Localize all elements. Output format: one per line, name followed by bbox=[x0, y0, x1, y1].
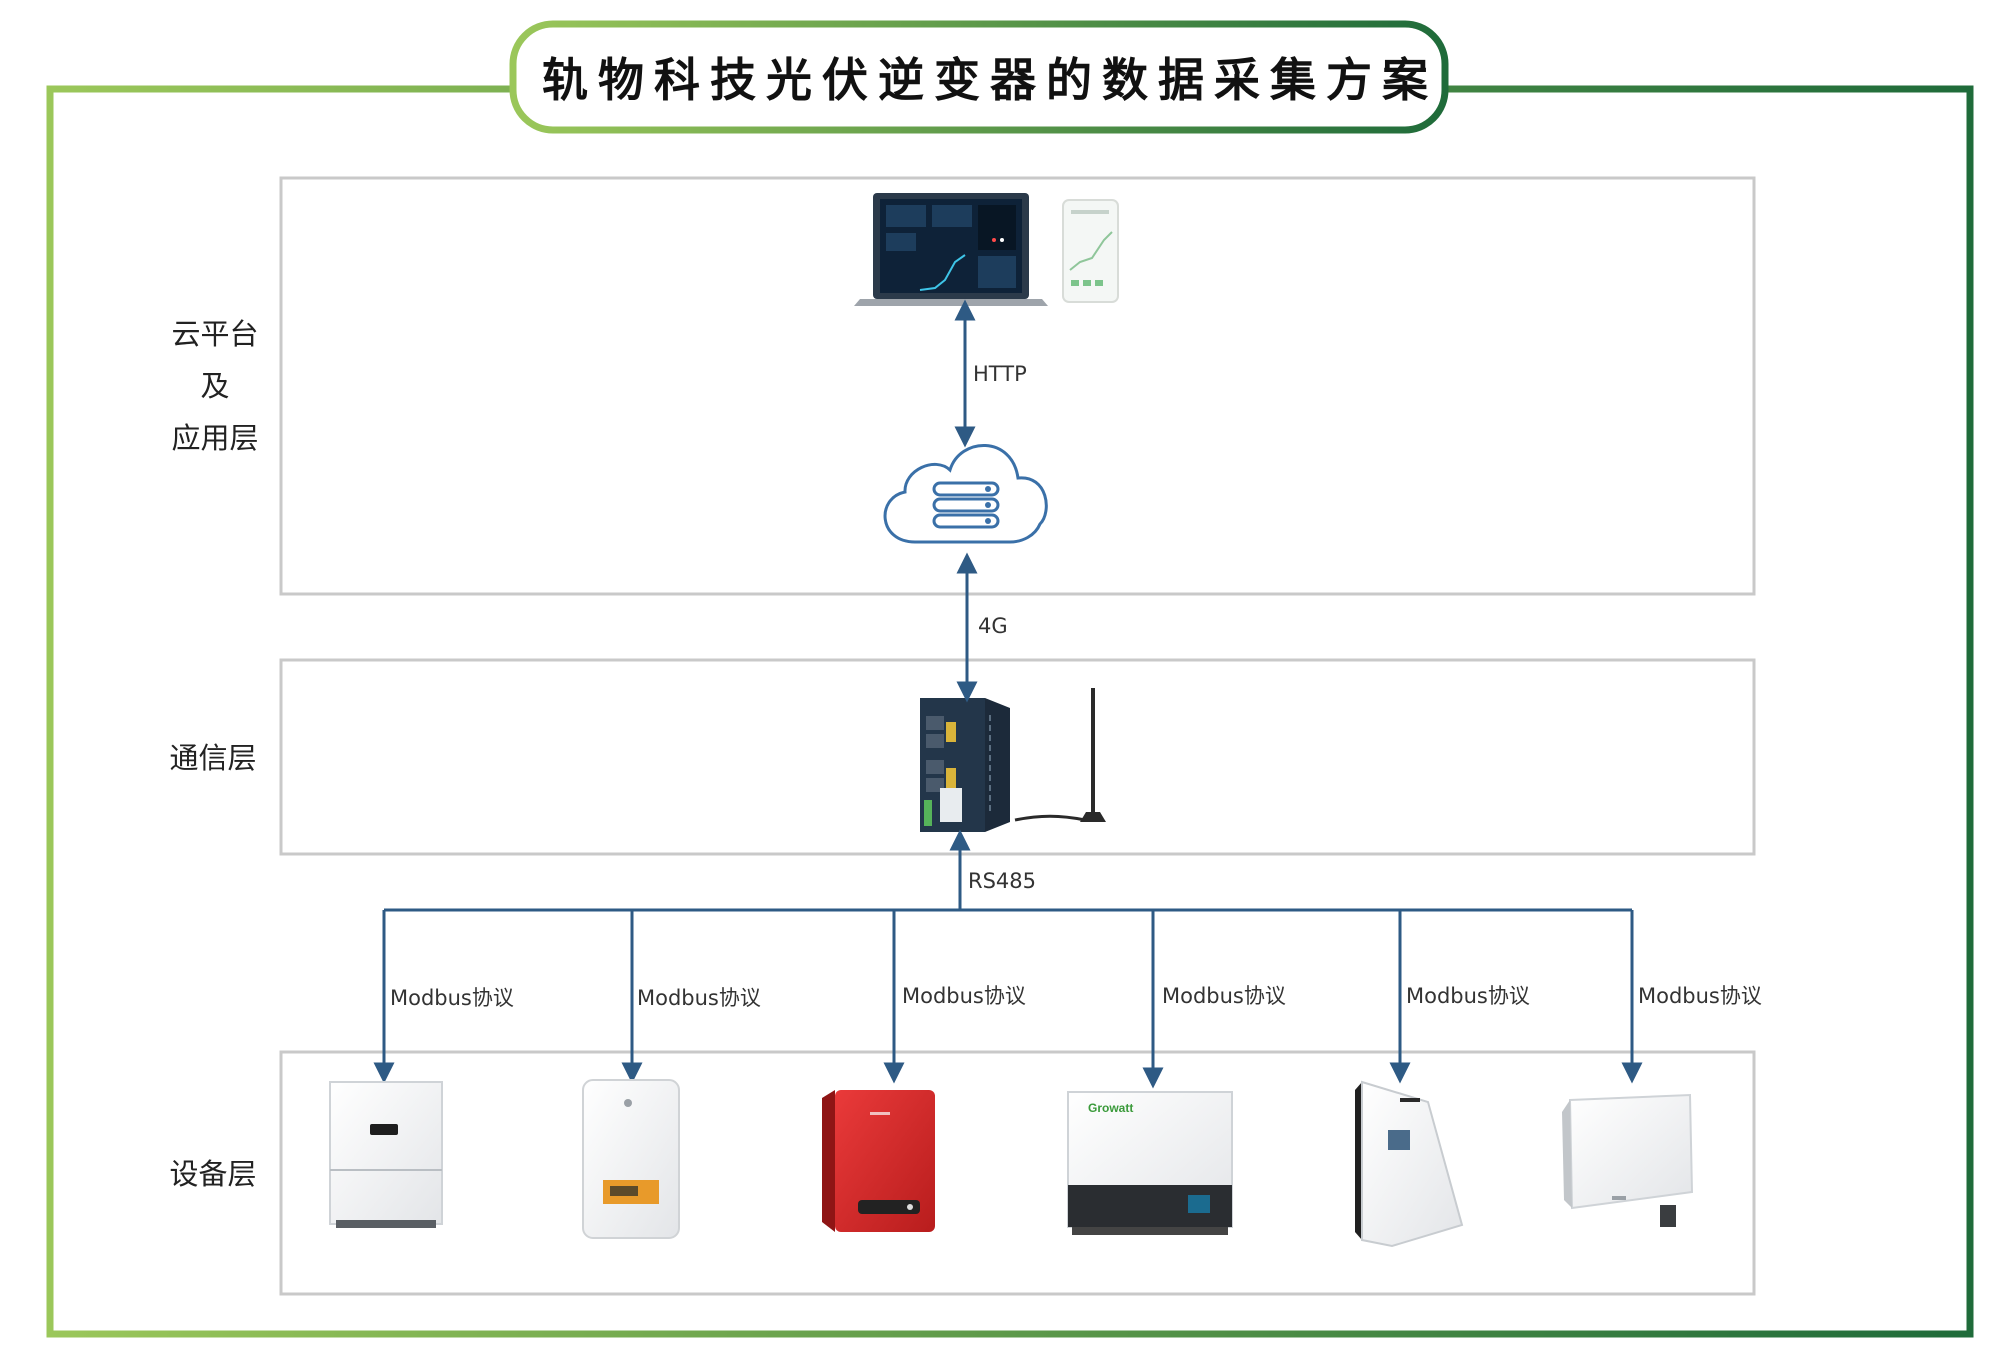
inverter-6-icon bbox=[1562, 1093, 1694, 1227]
diagram-title: 轨物科技光伏逆变器的数据采集方案 bbox=[542, 53, 1438, 107]
gateway-device-icon bbox=[920, 698, 1010, 832]
http-label: HTTP bbox=[973, 362, 1027, 386]
title-pill bbox=[509, 20, 1449, 134]
cloud-layer-label: 云平台 及 应用层 bbox=[145, 308, 285, 464]
protocol-label-2: Modbus协议 bbox=[637, 986, 761, 1010]
inverter-4-icon bbox=[1067, 1091, 1233, 1235]
cloud-layer-label-line-2: 及 bbox=[200, 369, 230, 403]
cloud-server-icon bbox=[883, 444, 1048, 544]
protocol-label-4: Modbus协议 bbox=[1162, 984, 1286, 1008]
protocol-label-6: Modbus协议 bbox=[1638, 984, 1762, 1008]
protocol-label-1: Modbus协议 bbox=[390, 986, 514, 1010]
device-layer-box bbox=[279, 1050, 1756, 1296]
antenna-icon bbox=[1014, 688, 1106, 822]
inverter-3-icon bbox=[822, 1090, 935, 1232]
inverter-2-icon bbox=[582, 1079, 680, 1239]
cloud-layer-label-line-1: 云平台 bbox=[171, 317, 259, 351]
comm-layer-label: 通信层 bbox=[169, 741, 257, 775]
inverter-1-icon bbox=[329, 1081, 443, 1228]
cloud-layer-box bbox=[279, 176, 1756, 596]
inverter-4-logo: Growatt bbox=[1088, 1101, 1133, 1115]
4g-label: 4G bbox=[978, 614, 1008, 638]
cloud-layer-label-line-3: 应用层 bbox=[171, 421, 259, 455]
comm-layer-box bbox=[279, 658, 1756, 856]
protocol-label-3: Modbus协议 bbox=[902, 984, 1026, 1008]
laptop-icon bbox=[854, 193, 1048, 306]
phone-icon bbox=[1062, 199, 1119, 303]
rs485-label: RS485 bbox=[968, 869, 1037, 893]
device-layer-label: 设备层 bbox=[169, 1157, 257, 1191]
protocol-label-5: Modbus协议 bbox=[1406, 984, 1530, 1008]
inverter-5-icon bbox=[1355, 1080, 1464, 1248]
